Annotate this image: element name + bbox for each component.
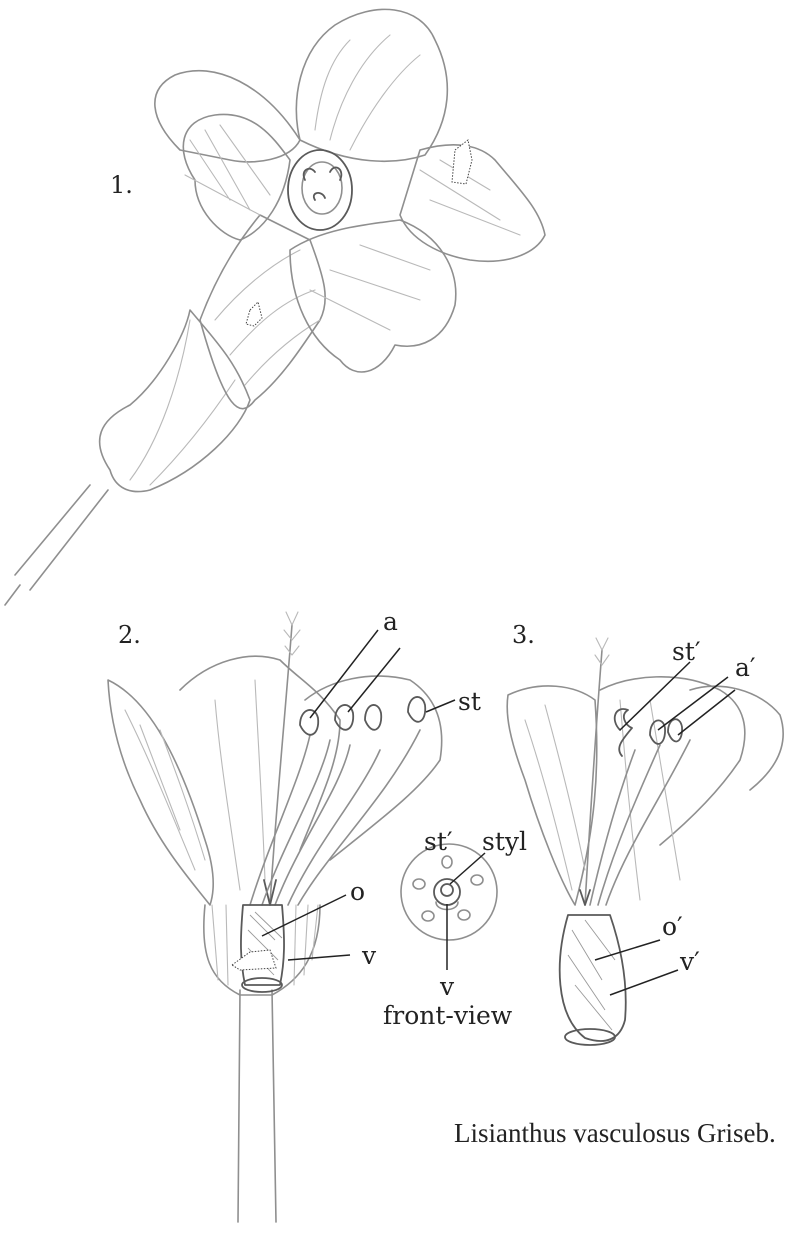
figure-1-number: 1. [110, 171, 133, 199]
leader-line-o-prime [595, 940, 660, 960]
front-view-drawing [401, 844, 497, 940]
label-st: st [458, 687, 481, 716]
figure-2-number: 2. [118, 621, 141, 649]
figure-1-flower-drawing [5, 9, 545, 605]
label-o: o [350, 877, 365, 906]
leader-line-a-prime-2 [678, 690, 735, 735]
label-styl: styl [482, 827, 527, 856]
leader-line-v-prime [610, 970, 678, 995]
figure-2-section-drawing [108, 612, 442, 1222]
figure-3-number: 3. [512, 621, 535, 649]
label-fig3-st-prime: st′ [672, 637, 701, 666]
label-a: a [383, 607, 398, 636]
leader-line-styl [450, 853, 485, 884]
label-front-v: v [439, 972, 455, 1001]
leader-line-st-prime [620, 662, 690, 730]
label-v: v [361, 941, 377, 970]
leader-line-st [426, 700, 455, 712]
leader-line-o [262, 895, 346, 936]
figure-3-section-drawing [507, 638, 783, 1045]
label-fig3-a-prime: a′ [735, 653, 756, 682]
label-front-view: front-view [383, 1001, 513, 1030]
label-front-st-prime: st′ [424, 827, 453, 856]
label-fig3-v-prime: v′ [679, 947, 700, 976]
species-caption: Lisianthus vasculosus Griseb. [454, 1118, 776, 1148]
label-fig3-o-prime: o′ [662, 912, 683, 941]
leader-line-v [288, 955, 350, 960]
